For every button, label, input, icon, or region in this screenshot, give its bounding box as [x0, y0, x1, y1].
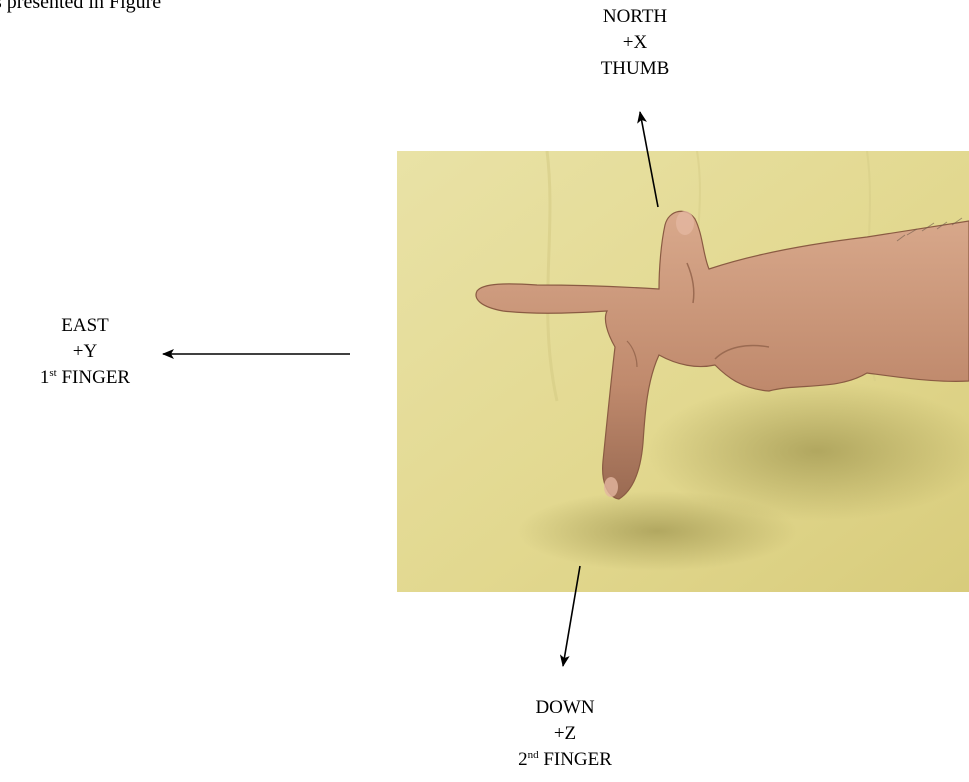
first-finger-direction: EAST: [20, 313, 150, 339]
second-finger-arrow: [563, 566, 580, 666]
thumb-axis: +X: [580, 30, 690, 56]
first-finger-label: EAST +Y 1st FINGER: [20, 313, 150, 391]
second-finger-label: DOWN +Z 2nd FINGER: [500, 695, 630, 773]
second-finger-ordinal: 2nd FINGER: [500, 747, 630, 773]
second-finger-axis: +Z: [500, 721, 630, 747]
thumb-label: NORTH +X THUMB: [580, 4, 690, 82]
thumb-arrow: [640, 112, 658, 207]
first-finger-axis: +Y: [20, 339, 150, 365]
thumb-digit: THUMB: [580, 56, 690, 82]
first-finger-ordinal: 1st FINGER: [20, 365, 150, 391]
thumb-direction: NORTH: [580, 4, 690, 30]
second-finger-direction: DOWN: [500, 695, 630, 721]
